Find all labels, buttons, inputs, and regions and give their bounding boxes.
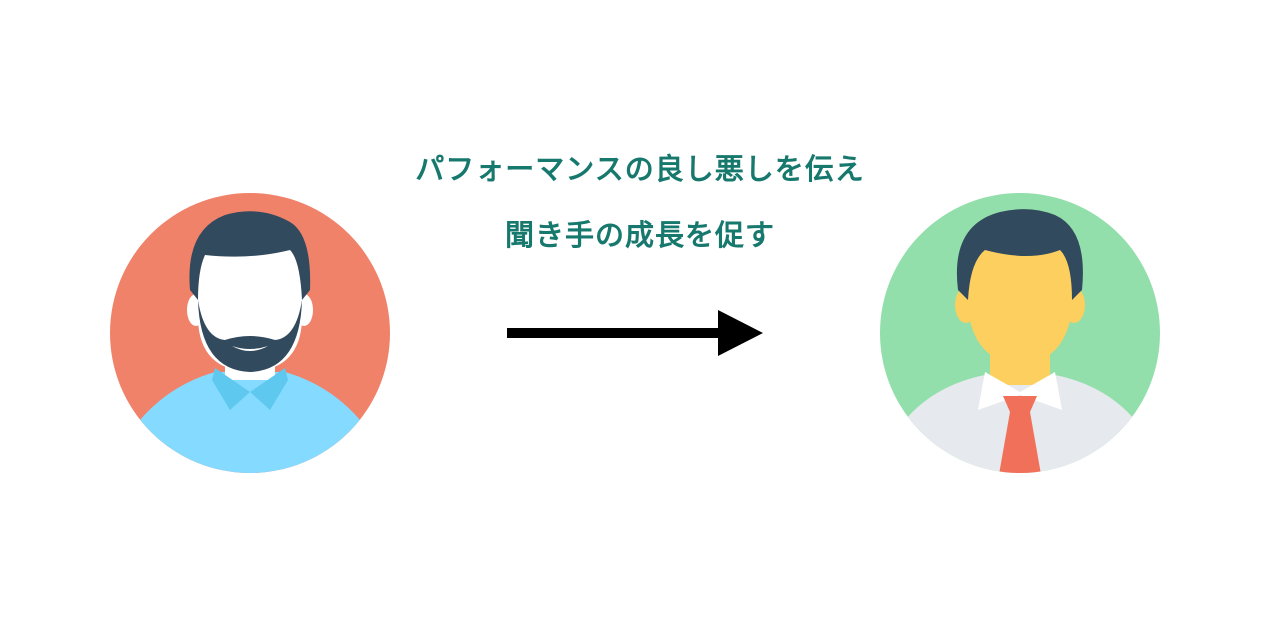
speaker-avatar-icon xyxy=(110,193,390,473)
caption-line-1: パフォーマンスの良し悪しを伝え xyxy=(415,152,865,186)
caption-line-2: 聞き手の成長を促す xyxy=(504,218,775,252)
arrow-right-icon xyxy=(507,310,763,356)
listener-avatar-icon xyxy=(880,193,1160,473)
